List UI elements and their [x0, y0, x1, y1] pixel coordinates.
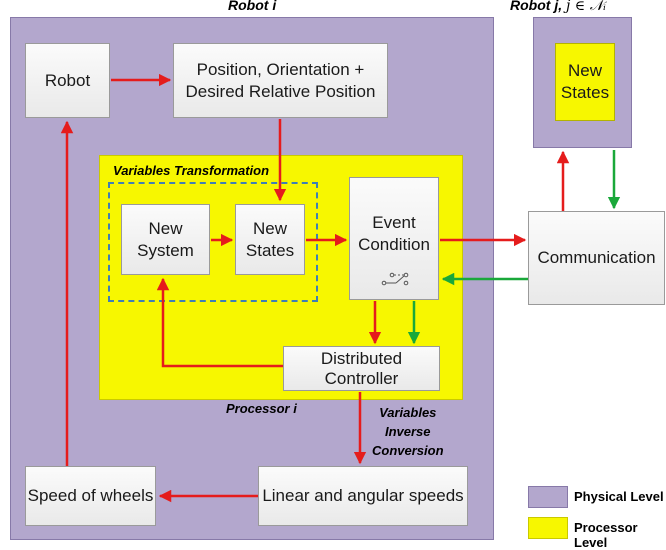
variables-transformation-group [108, 182, 318, 302]
new-system-box: New System [121, 204, 210, 275]
event-condition-box: Event Condition [349, 177, 439, 300]
linear-angular-speeds-box: Linear and angular speeds [258, 466, 468, 526]
variables-transformation-label: Variables Transformation [113, 163, 270, 178]
inverse-conversion-label: Variables Inverse Conversion [372, 405, 444, 458]
switch-icon [381, 272, 409, 286]
robot-j-title-prefix: Robot j, [510, 0, 563, 13]
robot-box: Robot [25, 43, 110, 118]
distributed-controller-box: Distributed Controller [283, 346, 440, 391]
robot-j-new-states: New States [555, 43, 615, 121]
robot-j-title: Robot j, j ∈ 𝒩ᵢ [510, 0, 606, 14]
legend-physical-swatch [528, 486, 568, 508]
legend-processor-swatch [528, 517, 568, 539]
event-condition-label: Event Condition [358, 213, 430, 254]
arrow-controller-to-new-system [156, 277, 283, 368]
robot-j-neighbor-set: j ∈ 𝒩ᵢ [566, 0, 606, 14]
processor-i-label: Processor i [226, 401, 297, 416]
communication-box: Communication [528, 211, 665, 305]
new-states-box: New States [235, 204, 305, 275]
speed-of-wheels-box: Speed of wheels [25, 466, 156, 526]
robot-i-title: Robot i [228, 0, 277, 13]
position-orientation-box: Position, Orientation + Desired Relative… [173, 43, 388, 118]
legend-physical-label: Physical Level [574, 489, 664, 504]
